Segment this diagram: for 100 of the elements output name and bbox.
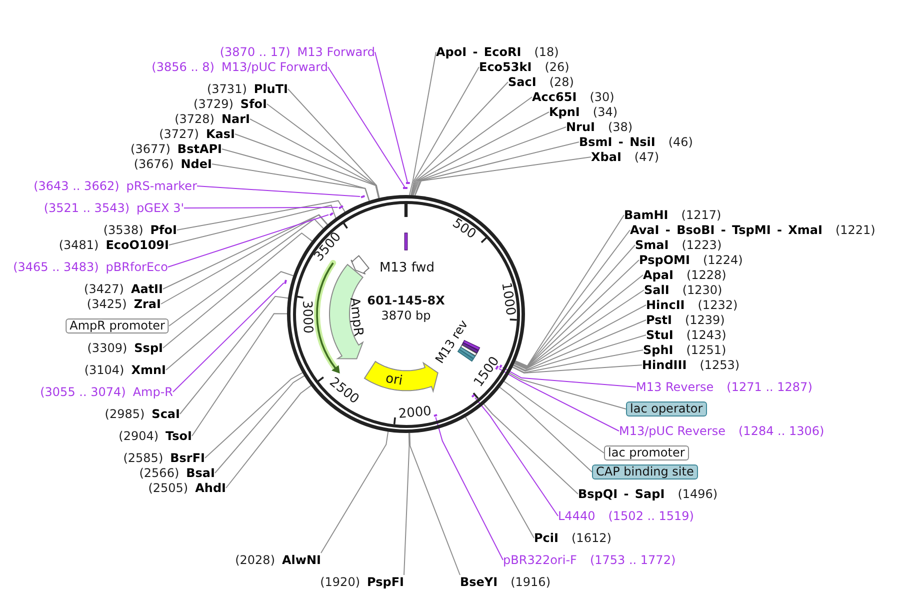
enzyme-name: SphI <box>643 343 674 357</box>
site-position: (1221) <box>835 223 876 237</box>
enzyme-name: AatII <box>130 282 163 296</box>
site-position: (3481) <box>58 238 99 252</box>
leader-line <box>514 290 644 370</box>
leader-line <box>222 148 370 202</box>
enzyme-name: KasI <box>206 127 235 141</box>
enzyme-name: BsrFI <box>170 451 205 465</box>
primer-range: (3643 .. 3662) <box>34 179 120 193</box>
primer-name: pRS-marker <box>126 179 197 193</box>
primer-binding-mark <box>284 278 287 284</box>
primer-binding-mark <box>471 394 476 398</box>
leader-line <box>498 368 620 432</box>
plasmid-backbone <box>287 195 525 433</box>
enzyme-name: SacI <box>508 75 536 89</box>
leader-line <box>204 372 303 458</box>
leader-line <box>409 432 460 576</box>
leader-line <box>512 334 646 372</box>
primer-range: (1502 .. 1519) <box>608 509 694 523</box>
site-position: (1916) <box>510 575 550 589</box>
enzyme-name: XbaI <box>591 150 622 164</box>
site-position: (1217) <box>681 208 722 222</box>
leader-line <box>410 66 480 196</box>
site-position: (2505) <box>148 481 188 495</box>
site-position: (46) <box>668 135 693 149</box>
primer-binding-mark <box>402 187 409 190</box>
site-position: (1920) <box>320 575 360 589</box>
enzyme-name: HincII <box>646 298 685 312</box>
enzyme-name: NarI <box>221 112 250 126</box>
site-position: (1612) <box>572 531 612 545</box>
primer-name: M13/pUC Forward <box>221 60 328 74</box>
site-position: (3729) <box>194 97 234 111</box>
primer-binding-mark <box>499 364 503 369</box>
scale-label: 1000 <box>498 281 518 316</box>
site-position: (28) <box>549 75 574 89</box>
site-position: (1224) <box>702 253 743 267</box>
site-position: (47) <box>634 150 660 164</box>
primer-name: L4440 <box>558 509 596 523</box>
leader-line <box>514 274 644 369</box>
leader-line <box>514 304 646 370</box>
site-position: (3731) <box>206 82 247 96</box>
feature-tag: lac operator <box>626 402 707 416</box>
enzyme-name: StuI <box>646 328 674 342</box>
scale-label: 3000 <box>299 300 316 334</box>
leader-line <box>168 204 336 246</box>
leader-line <box>414 156 592 196</box>
leader-line <box>214 375 305 474</box>
primer-name: pBR322ori-F <box>503 553 577 567</box>
leader-line <box>504 380 604 454</box>
enzyme-name: PspOMI <box>639 253 690 267</box>
leader-line <box>196 186 360 197</box>
site-position: (1232) <box>698 298 738 312</box>
primer-binding-mark <box>432 414 438 418</box>
enzyme-name: ApaI <box>643 268 674 282</box>
leader-line <box>172 282 284 392</box>
leader-line <box>408 52 436 196</box>
enzyme-name: BspQI - SapI <box>578 487 665 501</box>
leader-line <box>168 218 324 326</box>
leader-line <box>412 112 550 196</box>
feature-name: ori <box>384 371 404 389</box>
enzyme-name: AhdI <box>195 481 226 495</box>
enzyme-name: SfoI <box>240 97 267 111</box>
leader-line <box>162 214 328 290</box>
leader-line <box>513 320 646 371</box>
site-position: (18) <box>534 45 559 59</box>
enzyme-name: NdeI <box>180 157 212 171</box>
site-position: (3538) <box>103 223 144 237</box>
leader-line <box>465 416 534 538</box>
site-position: (2028) <box>235 553 275 567</box>
enzyme-name: PciI <box>534 531 558 545</box>
leader-line <box>176 200 346 230</box>
leader-line <box>166 271 294 370</box>
site-position: (1230) <box>682 283 722 297</box>
site-position: (3676) <box>134 157 174 171</box>
site-position: (38) <box>608 120 633 134</box>
site-position: (3728) <box>174 112 214 126</box>
leader-line <box>212 164 370 202</box>
enzyme-name: BstAPI <box>177 142 222 156</box>
enzyme-name: PfoI <box>150 223 177 237</box>
leader-line <box>411 96 532 196</box>
site-position: (1253) <box>700 358 740 372</box>
primer-range: (1753 .. 1772) <box>590 553 676 567</box>
site-position: (3104) <box>84 363 124 377</box>
site-position: (1243) <box>686 328 726 342</box>
feature-tag: AmpR promoter <box>66 318 169 334</box>
primer-binding-mark <box>494 364 499 370</box>
leader-line <box>414 142 580 196</box>
site-position: (1251) <box>686 343 726 357</box>
enzyme-name: ApoI - EcoRI <box>436 45 522 59</box>
enzyme-name: SspI <box>134 341 163 355</box>
leader-line <box>435 416 504 560</box>
site-position: (2985) <box>104 407 145 421</box>
enzyme-name: Acc65I <box>532 90 577 104</box>
site-position: (2566) <box>139 466 180 480</box>
scale-label: 500 <box>449 215 478 242</box>
enzyme-name: ScaI <box>152 407 180 421</box>
feature-tag: lac promoter <box>604 446 689 460</box>
feature-tag: CAP binding site <box>592 464 698 480</box>
leader-line <box>404 432 410 576</box>
leader-line <box>266 104 380 199</box>
